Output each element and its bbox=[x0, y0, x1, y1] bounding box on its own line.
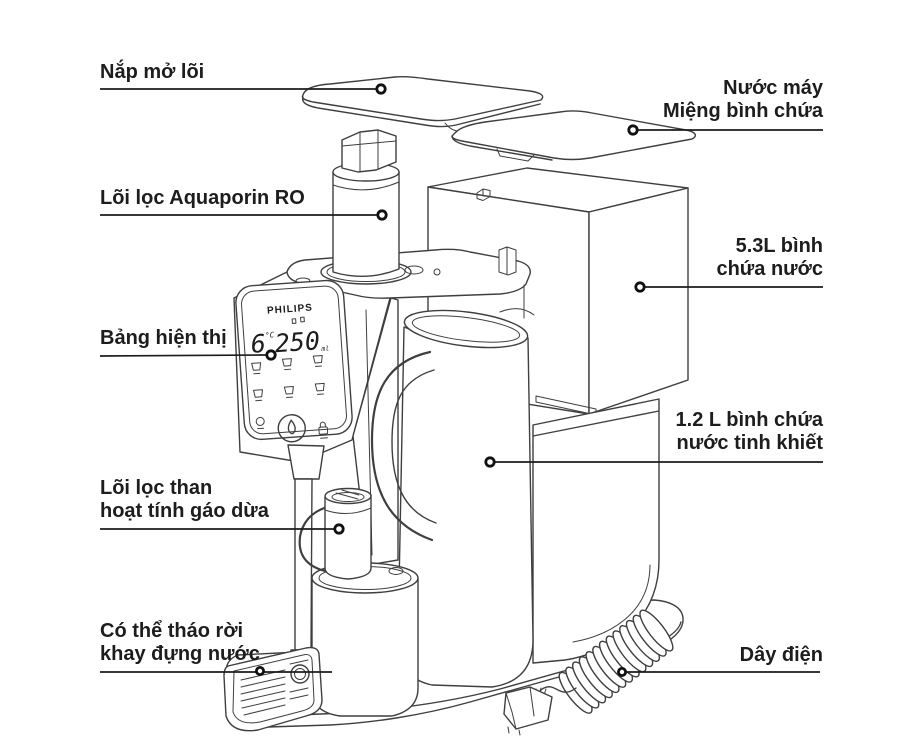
label-drip-tray: Có thể tháo rời khay đựng nước bbox=[100, 620, 260, 666]
lcd-display: 6 °C 250 ml bbox=[250, 326, 330, 359]
tank-lid-drawing bbox=[451, 110, 697, 162]
label-drip-tray-line2: khay đựng nước bbox=[100, 643, 260, 665]
leader-lines bbox=[99, 88, 823, 673]
label-pure-water-pitcher: 1.2 L bình chứa nước tinh khiết bbox=[676, 409, 823, 455]
pitcher-drawing bbox=[370, 308, 535, 688]
label-water-tank-line2: chứa nước bbox=[716, 258, 823, 280]
label-tank-inlet-line2: Miệng bình chứa bbox=[662, 100, 823, 122]
label-ro-filter-text: Lõi lọc Aquaporin RO bbox=[100, 187, 305, 209]
label-water-tank-line1: 5.3L bình bbox=[735, 235, 823, 257]
philips-logo: PHILIPS bbox=[267, 303, 314, 317]
label-tank-inlet-line1: Nước máy bbox=[723, 77, 823, 99]
filter-compartment-drawing bbox=[311, 562, 419, 717]
cleaning-icon bbox=[255, 416, 265, 430]
label-display-panel-text: Bảng hiện thị bbox=[100, 327, 227, 349]
label-water-tank: 5.3L bình chứa nước bbox=[716, 235, 823, 281]
label-drip-tray-line1: Có thể tháo rời bbox=[100, 620, 244, 642]
drip-tray-slats bbox=[240, 659, 309, 716]
display-temperature: 6 bbox=[250, 329, 267, 359]
label-carbon-filter: Lõi lọc than hoạt tính gáo dừa bbox=[100, 477, 269, 523]
dispense-button-icon bbox=[277, 414, 306, 443]
carbon-filter-drawing bbox=[298, 487, 372, 580]
display-temperature-unit: °C bbox=[265, 330, 275, 340]
label-power-cord: Dây điện bbox=[740, 644, 823, 667]
label-power-cord-text: Dây điện bbox=[739, 644, 823, 666]
label-carbon-filter-line2: hoạt tính gáo dừa bbox=[100, 500, 269, 522]
label-carbon-filter-line1: Lõi lọc than bbox=[100, 477, 213, 499]
ro-filter-drawing bbox=[332, 129, 400, 278]
label-pure-water-pitcher-line2: nước tinh khiết bbox=[676, 432, 823, 454]
display-indicator-icons bbox=[291, 316, 305, 324]
label-tank-inlet: Nước máy Miệng bình chứa bbox=[663, 77, 823, 123]
control-panel-drawing: PHILIPS 6 °C 250 ml bbox=[235, 279, 353, 443]
label-ro-filter: Lõi lọc Aquaporin RO bbox=[100, 187, 305, 210]
marker-dots bbox=[254, 83, 646, 678]
display-volume-unit: ml bbox=[320, 344, 329, 353]
label-filter-lid: Nắp mở lõi bbox=[100, 61, 204, 84]
display-volume: 250 bbox=[274, 326, 321, 358]
top-lid-drawing bbox=[301, 75, 544, 133]
preset-cup-icons bbox=[251, 354, 325, 402]
power-plug-drawing bbox=[503, 686, 553, 736]
child-lock-icon bbox=[318, 421, 329, 439]
drip-tray-drawing bbox=[223, 646, 323, 732]
label-pure-water-pitcher-line1: 1.2 L bình chứa bbox=[675, 409, 823, 431]
label-filter-lid-text: Nắp mở lõi bbox=[100, 61, 205, 83]
label-display-panel: Bảng hiện thị bbox=[100, 327, 227, 350]
